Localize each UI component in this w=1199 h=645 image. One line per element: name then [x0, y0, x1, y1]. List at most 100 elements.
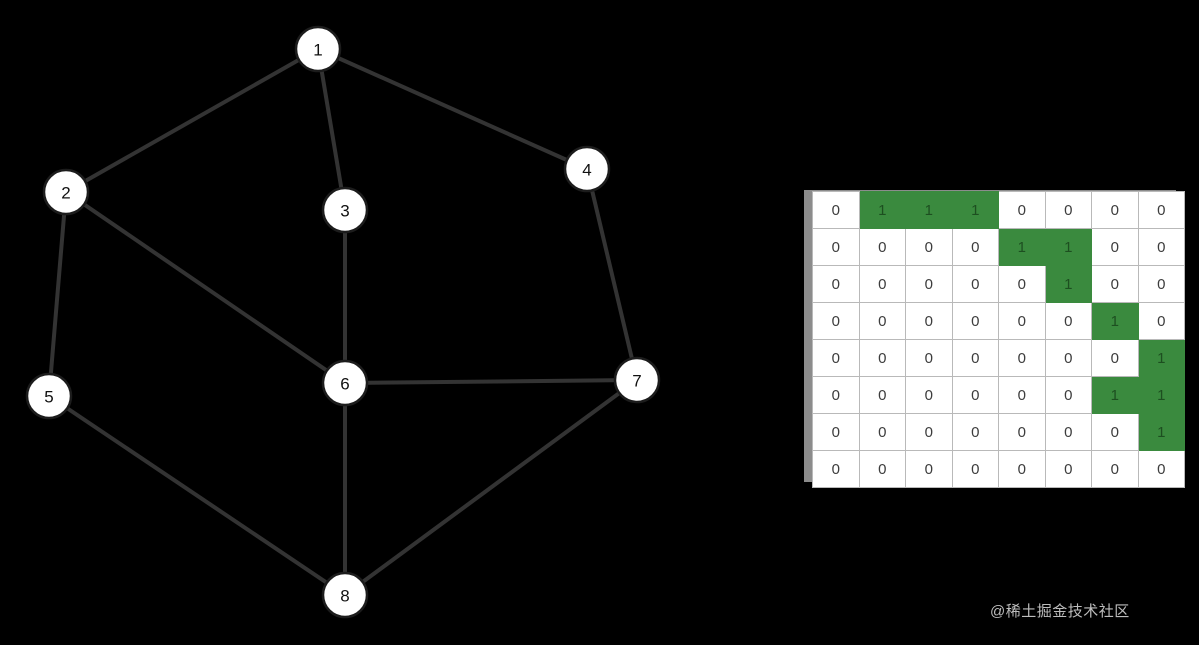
- graph-edge-1-4: [317, 47, 588, 171]
- matrix-cell-r3-c2: 0: [858, 265, 906, 303]
- graph-edge-2-6: [64, 190, 347, 385]
- graph-node-circle-4: [563, 145, 611, 193]
- graph-panel: 1 2 3 4 5 6 7 8: [25, 25, 661, 619]
- graph-nodes-layer: 1 2 3 4 5 6 7 8: [25, 25, 661, 619]
- matrix-cell-r4-c4: 0: [951, 302, 999, 340]
- graph-node-label-7: 7: [632, 372, 641, 391]
- graph-edges-layer: [47, 47, 639, 597]
- matrix-cell-r3-c4: 0: [951, 265, 999, 303]
- matrix-cell-r8-c7: 0: [1091, 450, 1139, 488]
- matrix-cell-r2-c8: 0: [1137, 228, 1185, 266]
- graph-edge-6-7: [344, 378, 638, 385]
- matrix-cell-r6-c5: 0: [998, 376, 1046, 414]
- matrix-cell-r3-c7: 0: [1091, 265, 1139, 303]
- matrix-cell-r4-c7: 1: [1091, 302, 1139, 340]
- graph-node-3[interactable]: 3: [321, 186, 369, 234]
- matrix-cell-r3-c3: 0: [905, 265, 953, 303]
- matrix-cell-r7-c5: 0: [998, 413, 1046, 451]
- matrix-cell-r3-c6: 1: [1044, 265, 1092, 303]
- matrix-cell-r7-c3: 0: [905, 413, 953, 451]
- matrix-cell-r2-c3: 0: [905, 228, 953, 266]
- matrix-cell-r1-c7: 0: [1091, 191, 1139, 229]
- graph-node-label-8: 8: [340, 587, 349, 606]
- graph-node-label-4: 4: [582, 161, 591, 180]
- matrix-cell-r7-c2: 0: [858, 413, 906, 451]
- matrix-cell-r3-c1: 0: [812, 265, 860, 303]
- graph-node-circle-1: [294, 25, 342, 73]
- graph-node-2[interactable]: 2: [42, 168, 90, 216]
- matrix-cell-r4-c6: 0: [1044, 302, 1092, 340]
- matrix-cell-r1-c2: 1: [858, 191, 906, 229]
- graph-node-circle-3: [321, 186, 369, 234]
- matrix-cell-r7-c6: 0: [1044, 413, 1092, 451]
- matrix-cell-r2-c4: 0: [951, 228, 999, 266]
- matrix-cell-r4-c5: 0: [998, 302, 1046, 340]
- matrix-cell-r5-c5: 0: [998, 339, 1046, 377]
- matrix-cell-r4-c1: 0: [812, 302, 860, 340]
- matrix-cell-r8-c4: 0: [951, 450, 999, 488]
- matrix-cell-r2-c1: 0: [812, 228, 860, 266]
- matrix-cell-r8-c6: 0: [1044, 450, 1092, 488]
- matrix-cell-r5-c4: 0: [951, 339, 999, 377]
- matrix-cell-r6-c2: 0: [858, 376, 906, 414]
- matrix-cell-r6-c3: 0: [905, 376, 953, 414]
- matrix-cell-r5-c8: 1: [1137, 339, 1185, 377]
- matrix-cell-r7-c7: 0: [1091, 413, 1139, 451]
- graph-node-label-6: 6: [340, 375, 349, 394]
- graph-node-circle-6: [321, 359, 369, 407]
- matrix-cell-r2-c5: 1: [998, 228, 1046, 266]
- matrix-cell-r5-c7: 0: [1091, 339, 1139, 377]
- graph-node-8[interactable]: 8: [321, 571, 369, 619]
- graph-canvas: 1 2 3 4 5 6 7 8: [25, 25, 661, 619]
- graph-edge-7-8: [343, 378, 639, 597]
- matrix-cell-r1-c3: 1: [905, 191, 953, 229]
- watermark-label: @稀土掘金技术社区: [990, 603, 1130, 620]
- matrix-cell-r5-c6: 0: [1044, 339, 1092, 377]
- graph-node-circle-5: [25, 372, 73, 420]
- matrix-cell-r3-c8: 0: [1137, 265, 1185, 303]
- matrix-cell-r1-c4: 1: [951, 191, 999, 229]
- matrix-cell-r1-c1: 0: [812, 191, 860, 229]
- graph-edge-2-5: [47, 191, 68, 397]
- graph-node-label-1: 1: [313, 41, 322, 60]
- graph-node-circle-7: [613, 356, 661, 404]
- graph-node-label-5: 5: [44, 388, 53, 407]
- matrix-cell-r8-c2: 0: [858, 450, 906, 488]
- matrix-cell-r5-c1: 0: [812, 339, 860, 377]
- matrix-cell-r1-c6: 0: [1044, 191, 1092, 229]
- matrix-cell-r4-c2: 0: [858, 302, 906, 340]
- matrix-cell-r1-c5: 0: [998, 191, 1046, 229]
- graph-node-1[interactable]: 1: [294, 25, 342, 73]
- matrix-cell-r2-c7: 0: [1091, 228, 1139, 266]
- matrix-cell-r4-c3: 0: [905, 302, 953, 340]
- graph-node-label-3: 3: [340, 202, 349, 221]
- graph-edge-5-8: [47, 394, 347, 597]
- matrix-cell-r6-c8: 1: [1137, 376, 1185, 414]
- matrix-cell-r2-c2: 0: [858, 228, 906, 266]
- graph-edge-4-7: [585, 168, 639, 381]
- matrix-cell-r8-c3: 0: [905, 450, 953, 488]
- matrix-cell-r3-c5: 0: [998, 265, 1046, 303]
- graph-node-4[interactable]: 4: [563, 145, 611, 193]
- matrix-cell-r5-c2: 0: [858, 339, 906, 377]
- graph-node-7[interactable]: 7: [613, 356, 661, 404]
- matrix-cell-r7-c8: 1: [1137, 413, 1185, 451]
- graph-edge-1-3: [316, 48, 347, 211]
- matrix-cell-r7-c1: 0: [812, 413, 860, 451]
- matrix-cell-r6-c4: 0: [951, 376, 999, 414]
- matrix-cell-r8-c5: 0: [998, 450, 1046, 488]
- matrix-cell-r4-c8: 0: [1137, 302, 1185, 340]
- graph-node-5[interactable]: 5: [25, 372, 73, 420]
- graph-node-6[interactable]: 6: [321, 359, 369, 407]
- matrix-cell-r7-c4: 0: [951, 413, 999, 451]
- matrix-cell-r6-c1: 0: [812, 376, 860, 414]
